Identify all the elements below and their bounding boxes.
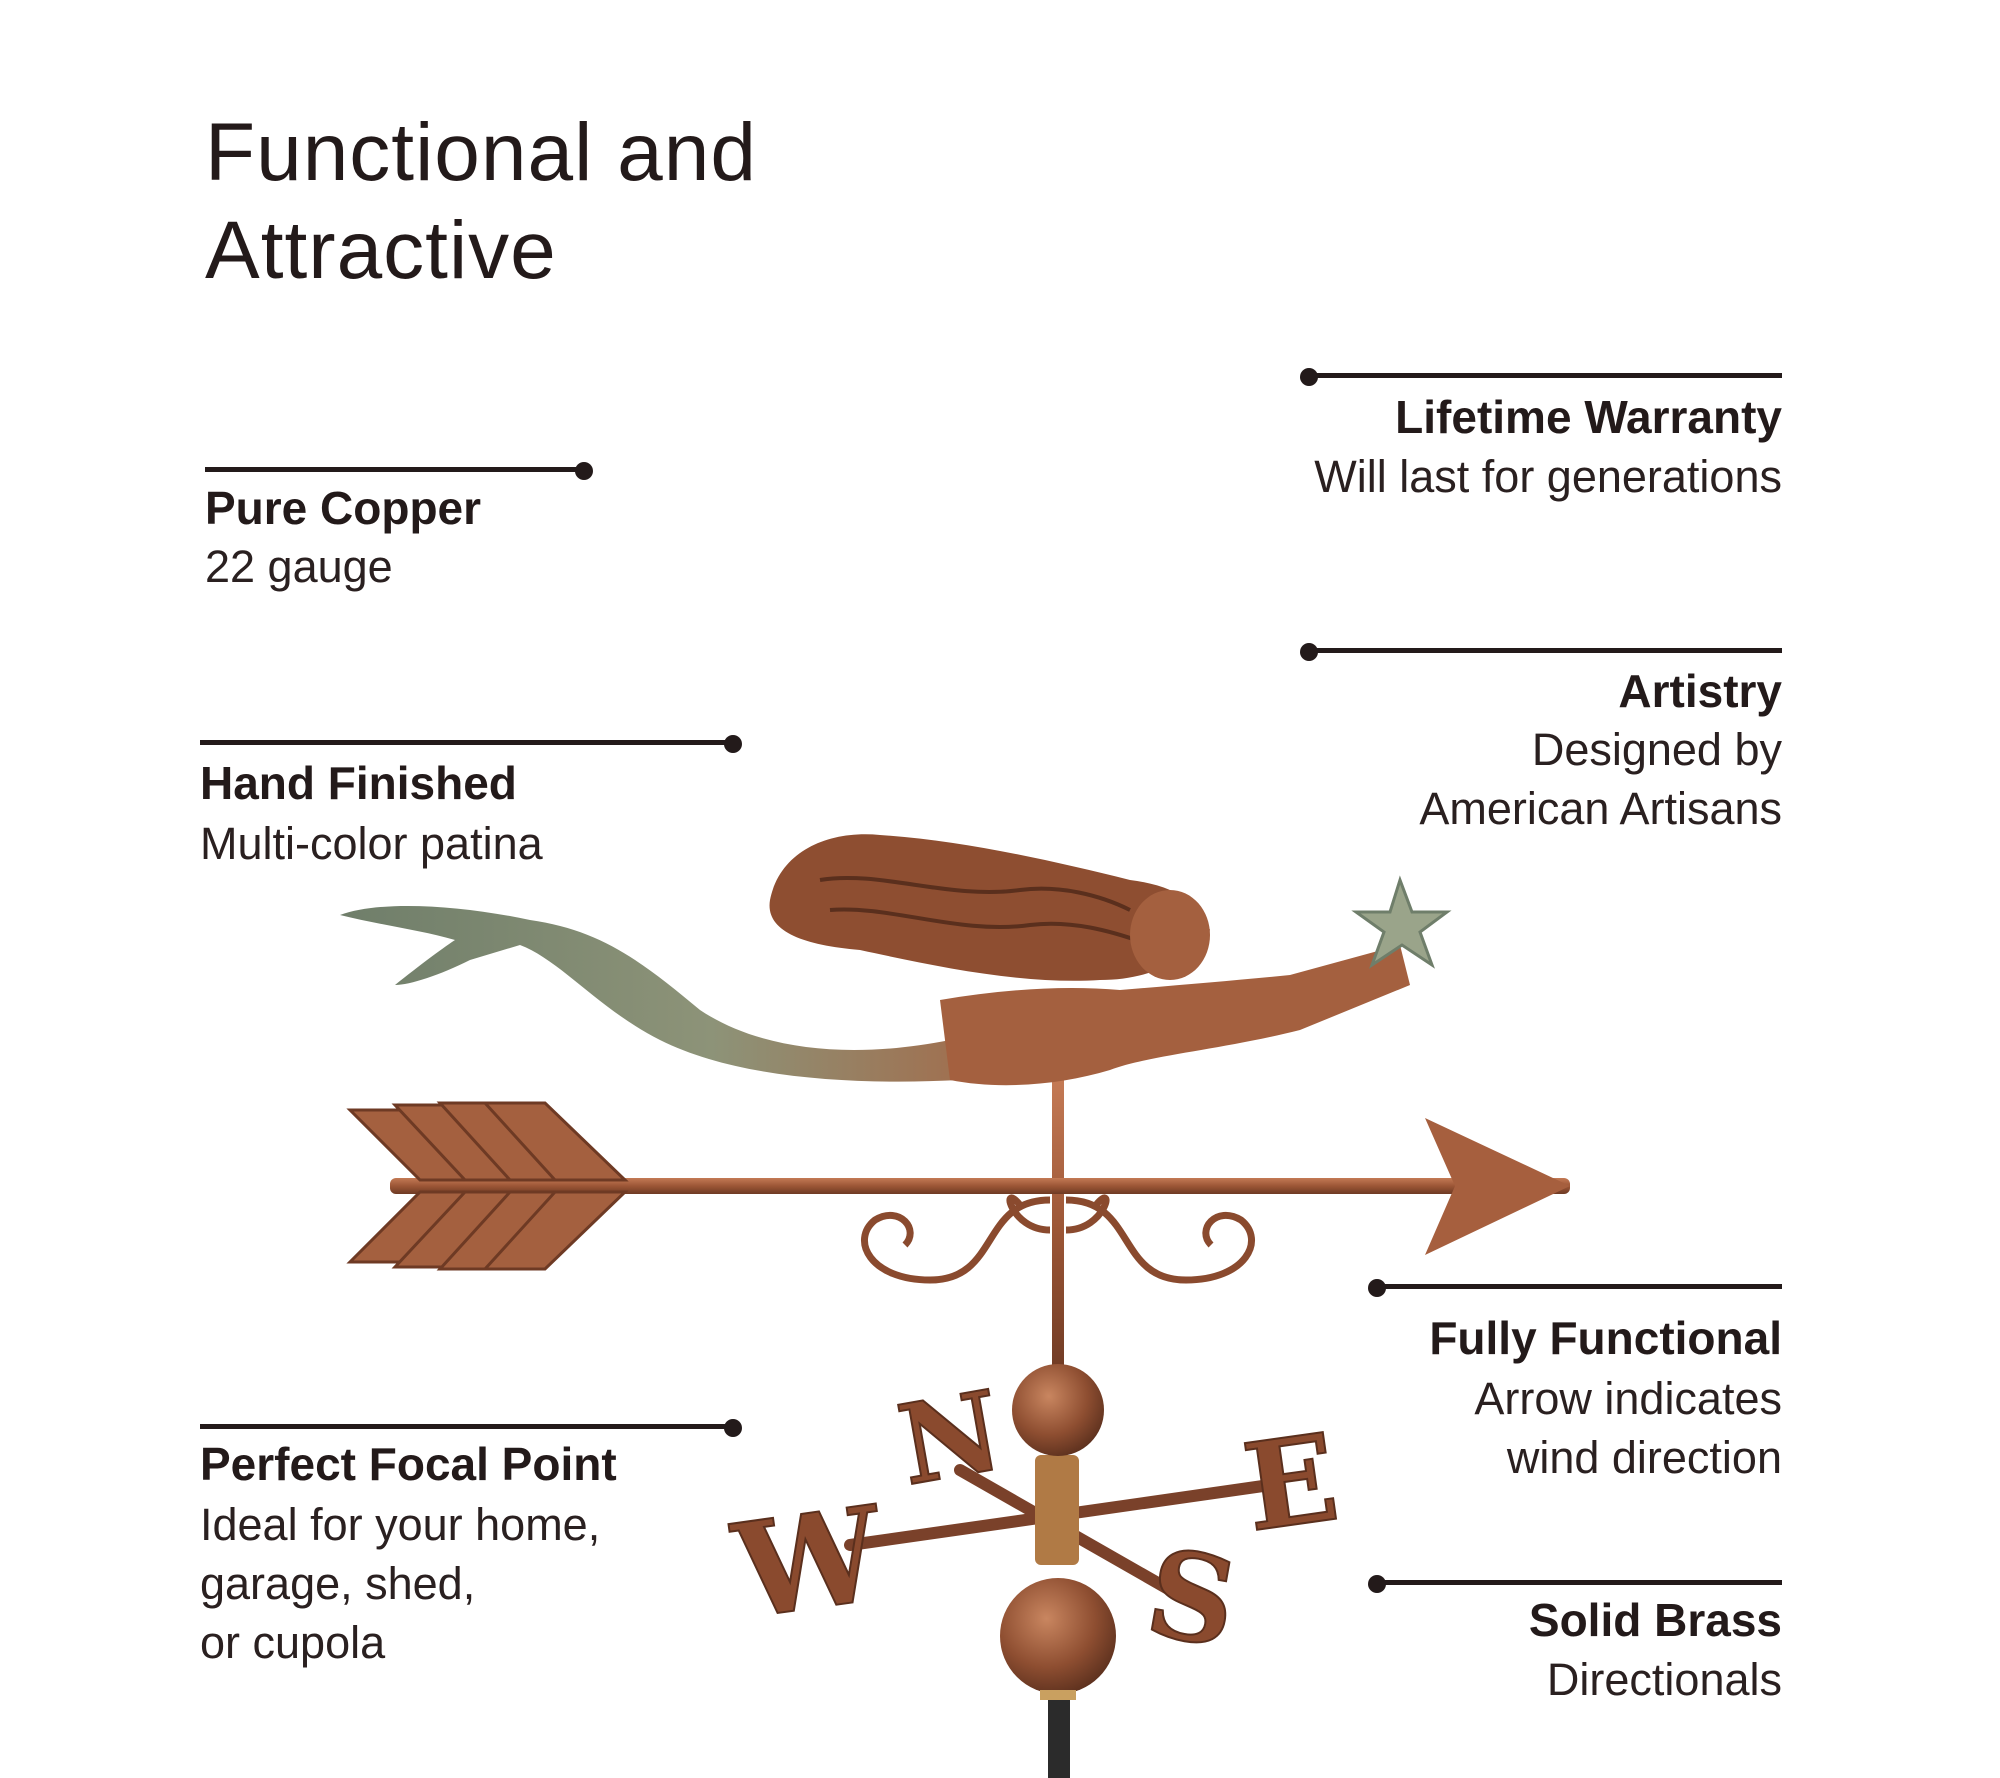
starfish [1351, 875, 1452, 969]
callout-line [200, 740, 730, 745]
mermaid-figure [340, 834, 1452, 1086]
compass-letter-e: E [1236, 1407, 1346, 1559]
arrow-feathers [346, 1101, 629, 1271]
feature-text: Ideal for your home, [200, 1499, 601, 1550]
callout-line [1376, 1284, 1782, 1289]
callout-dot [724, 735, 742, 753]
feature-text: Will last for generations [1314, 451, 1782, 502]
feature-text: Directionals [1546, 1654, 1782, 1705]
title-line-1: Functional and [205, 107, 757, 198]
feature-text: American Artisans [1419, 783, 1782, 834]
callout-line [1308, 373, 1782, 378]
lower-ball [1000, 1578, 1116, 1694]
callout-dot [1368, 1279, 1386, 1297]
feature-text: Arrow indicates [1474, 1373, 1782, 1424]
compass-letter-n: N [890, 1366, 1011, 1511]
mermaid-hair [769, 834, 1210, 981]
feature-text: wind direction [1506, 1432, 1782, 1483]
callout-dot [575, 462, 593, 480]
callout-line [200, 1424, 730, 1429]
mermaid-torso [940, 945, 1410, 1086]
decorative-scrolls [861, 1194, 1255, 1284]
page-title: Functional and Attractive [205, 104, 757, 300]
feature-text: 22 gauge [205, 541, 393, 592]
callout-line [205, 467, 580, 472]
callout-dot [1300, 368, 1318, 386]
callout-dot [724, 1419, 742, 1437]
compass-letter-w: W [724, 1476, 894, 1648]
feature-text: Designed by [1531, 724, 1782, 775]
feature-text: or cupola [200, 1617, 386, 1668]
feature-heading: Artistry [1618, 665, 1782, 717]
feature-heading: Solid Brass [1528, 1594, 1782, 1646]
feature-heading: Fully Functional [1429, 1312, 1782, 1364]
feature-text: Multi-color patina [200, 818, 543, 869]
arrow-shaft [390, 1178, 1570, 1194]
feature-heading: Lifetime Warranty [1395, 391, 1782, 443]
feature-heading: Hand Finished [200, 757, 517, 809]
feature-text: garage, shed, [200, 1558, 476, 1609]
vertical-spindle [1052, 1080, 1064, 1380]
feature-heading: Perfect Focal Point [200, 1438, 617, 1490]
mermaid-head [1130, 890, 1210, 980]
arrow-head [1425, 1118, 1570, 1255]
upper-ball [1012, 1364, 1104, 1456]
callout-dot [1368, 1575, 1386, 1593]
compass-letter-s: S [1137, 1522, 1247, 1676]
brass-bearing [1035, 1455, 1079, 1565]
feature-heading: Pure Copper [205, 482, 482, 534]
title-line-2: Attractive [205, 205, 557, 296]
callout-dot [1300, 643, 1318, 661]
mermaid-tail [340, 905, 960, 1082]
callout-line [1308, 648, 1782, 653]
callout-line [1376, 1580, 1782, 1585]
arrow [346, 1101, 1570, 1271]
